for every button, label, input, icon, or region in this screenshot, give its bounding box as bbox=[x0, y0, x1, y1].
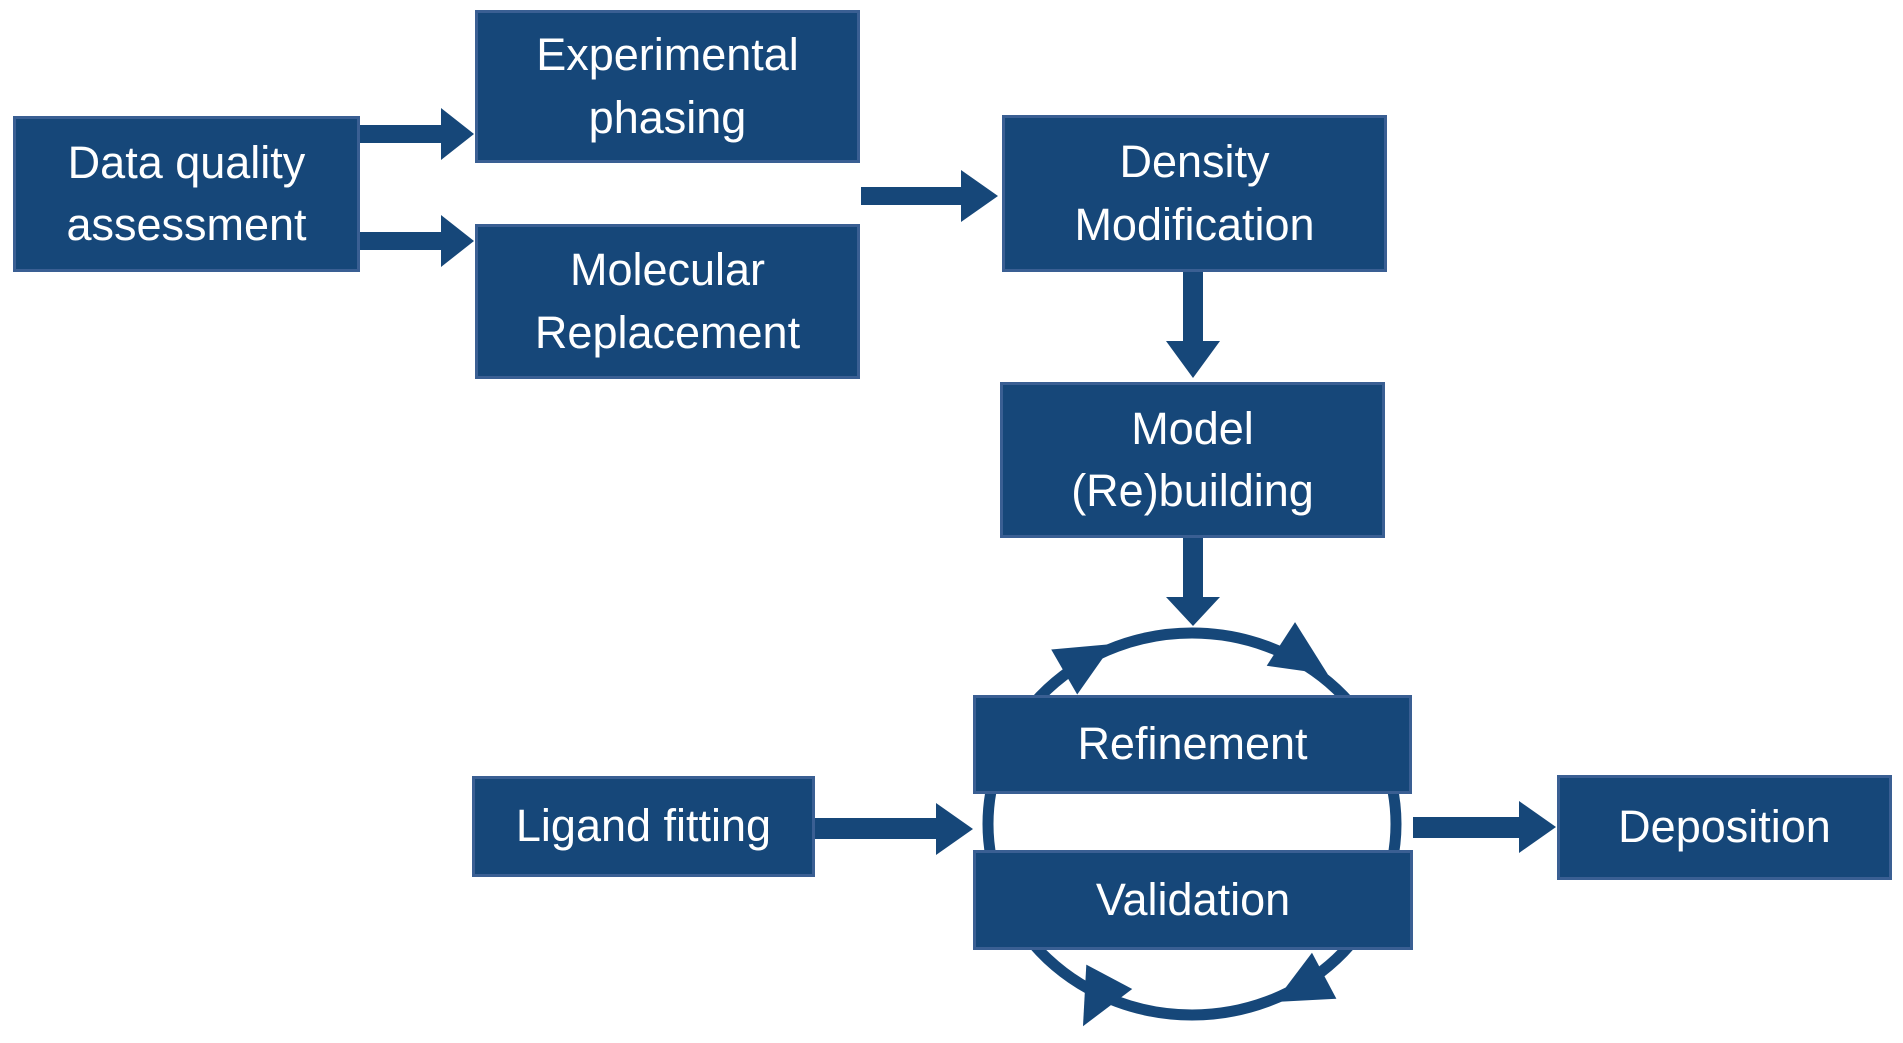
node-experimental-phasing: Experimental phasing bbox=[475, 10, 860, 163]
node-validation: Validation bbox=[973, 850, 1413, 950]
node-label: Ligand fitting bbox=[515, 800, 772, 852]
arrow-to-deposition bbox=[1413, 801, 1556, 853]
node-density-modification: Density Modification bbox=[1002, 115, 1387, 272]
node-data-quality-assessment: Data quality assessment bbox=[13, 116, 360, 272]
cycle-ring bbox=[982, 627, 1402, 1021]
node-label: Density Modification bbox=[1074, 136, 1315, 250]
node-refinement: Refinement bbox=[973, 695, 1412, 794]
node-label: Validation bbox=[1095, 873, 1291, 925]
arrow-to-refinement-cycle bbox=[1166, 538, 1220, 626]
arrow-from-ligand-fitting bbox=[815, 803, 973, 855]
arrow-to-molecular-replacement bbox=[360, 215, 474, 267]
node-label: Refinement bbox=[1077, 718, 1308, 770]
cycle-arrowhead-bottom-left bbox=[1082, 964, 1133, 1027]
cycle-arrowhead-top-left bbox=[1051, 644, 1113, 695]
node-model-rebuilding: Model (Re)building bbox=[1000, 382, 1385, 538]
node-molecular-replacement: Molecular Replacement bbox=[475, 224, 860, 379]
arrow-to-experimental-phasing bbox=[360, 108, 474, 160]
node-deposition: Deposition bbox=[1557, 775, 1892, 880]
node-label: Data quality assessment bbox=[66, 136, 307, 250]
arrow-to-density-modification bbox=[861, 170, 998, 222]
cycle-arrowhead-top-right bbox=[1266, 622, 1328, 675]
node-ligand-fitting: Ligand fitting bbox=[472, 776, 815, 877]
node-label: Model (Re)building bbox=[1071, 402, 1314, 516]
arrow-to-model-rebuilding bbox=[1166, 272, 1220, 378]
cycle-arrowhead-bottom-right bbox=[1274, 952, 1337, 1003]
node-label: Deposition bbox=[1618, 801, 1831, 853]
node-label: Experimental phasing bbox=[536, 29, 799, 143]
node-label: Molecular Replacement bbox=[534, 244, 801, 358]
